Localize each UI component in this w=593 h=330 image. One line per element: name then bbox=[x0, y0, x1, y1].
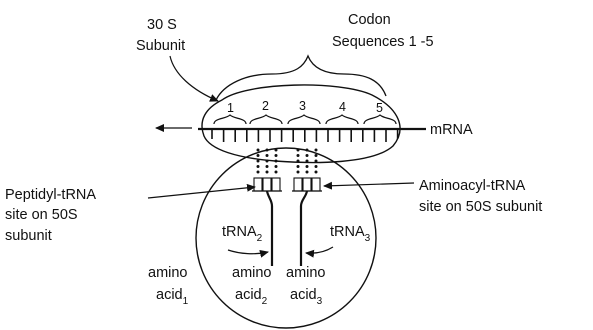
pairing-dot bbox=[275, 165, 278, 168]
30s-subunit-label-line2: Subunit bbox=[136, 38, 185, 54]
pairing-dot bbox=[275, 154, 278, 157]
pairing-dot bbox=[266, 165, 269, 168]
pairing-dot bbox=[257, 154, 260, 157]
codon-braces bbox=[214, 115, 396, 124]
trna2-anticodon bbox=[252, 178, 282, 191]
pairing-dot bbox=[315, 154, 318, 157]
pairing-dot bbox=[315, 160, 318, 163]
codon-number: 5 bbox=[376, 101, 383, 115]
pairing-dot bbox=[275, 171, 278, 174]
pairing-dot bbox=[297, 160, 300, 163]
30s-subunit-label-line1: 30 S bbox=[147, 17, 177, 33]
30s-subunit-body bbox=[202, 85, 400, 163]
pairing-dot bbox=[306, 165, 309, 168]
trna3-stem bbox=[301, 191, 307, 266]
pairing-dot bbox=[297, 149, 300, 152]
pairing-dot bbox=[266, 149, 269, 152]
codon-number-labels: 1 2 3 4 5 bbox=[227, 99, 383, 115]
trna2-label: tRNA2 bbox=[222, 224, 263, 244]
amino-acid1-label-line1: amino bbox=[148, 265, 188, 281]
pairing-dot bbox=[275, 149, 278, 152]
pairing-dot bbox=[306, 160, 309, 163]
pairing-dot bbox=[257, 171, 260, 174]
trna3-arrow bbox=[306, 247, 333, 253]
pairing-dot bbox=[266, 154, 269, 157]
trna2-stem bbox=[267, 191, 272, 266]
codon-anticodon-pairing-dots bbox=[257, 149, 318, 174]
aminoacyl-site-arrow bbox=[324, 183, 414, 186]
pairing-dot bbox=[257, 160, 260, 163]
codon-number: 1 bbox=[227, 101, 234, 115]
pairing-dot bbox=[266, 171, 269, 174]
amino-acid3-label-line1: amino bbox=[286, 265, 326, 281]
amino-acid1-label-line2: acid1 bbox=[156, 287, 189, 307]
30s-subunit-arrow bbox=[170, 56, 218, 101]
amino-acid2-label-line2: acid2 bbox=[235, 287, 268, 307]
trna2-arrow bbox=[228, 250, 268, 254]
peptidyl-site-label-line3: subunit bbox=[5, 228, 52, 244]
codon-number: 2 bbox=[262, 99, 269, 113]
pairing-dot bbox=[315, 165, 318, 168]
mrna-base-ticks bbox=[212, 129, 398, 142]
pairing-dot bbox=[297, 154, 300, 157]
pairing-dot bbox=[306, 149, 309, 152]
amino-acid2-label-line1: amino bbox=[232, 265, 272, 281]
codon-number: 4 bbox=[339, 100, 346, 114]
mrna-label: mRNA bbox=[430, 122, 473, 138]
pairing-dot bbox=[315, 149, 318, 152]
pairing-dot bbox=[257, 149, 260, 152]
pairing-dot bbox=[266, 160, 269, 163]
codon-group-brace bbox=[216, 56, 386, 100]
amino-acid3-label-line2: acid3 bbox=[290, 287, 323, 307]
codon-label-line2: Sequences 1 -5 bbox=[332, 34, 434, 50]
peptidyl-site-label-line2: site on 50S bbox=[5, 207, 78, 223]
pairing-dot bbox=[297, 165, 300, 168]
pairing-dot bbox=[297, 171, 300, 174]
pairing-dot bbox=[275, 160, 278, 163]
codon-brace bbox=[364, 115, 396, 124]
trna3-anticodon bbox=[292, 178, 322, 191]
codon-brace bbox=[250, 115, 282, 124]
pairing-dot bbox=[315, 171, 318, 174]
codon-brace bbox=[214, 115, 246, 124]
codon-label-line1: Codon bbox=[348, 12, 391, 28]
pairing-dot bbox=[306, 171, 309, 174]
pairing-dot bbox=[257, 165, 260, 168]
trna3-label: tRNA3 bbox=[330, 224, 371, 244]
codon-number: 3 bbox=[299, 99, 306, 113]
codon-brace bbox=[288, 115, 320, 124]
peptidyl-site-arrow bbox=[148, 187, 255, 198]
peptidyl-site-label-line1: Peptidyl-tRNA bbox=[5, 187, 96, 203]
pairing-dot bbox=[306, 154, 309, 157]
aminoacyl-site-label-line2: site on 50S subunit bbox=[419, 199, 542, 215]
codon-brace bbox=[326, 115, 358, 124]
aminoacyl-site-label-line1: Aminoacyl-tRNA bbox=[419, 178, 526, 194]
